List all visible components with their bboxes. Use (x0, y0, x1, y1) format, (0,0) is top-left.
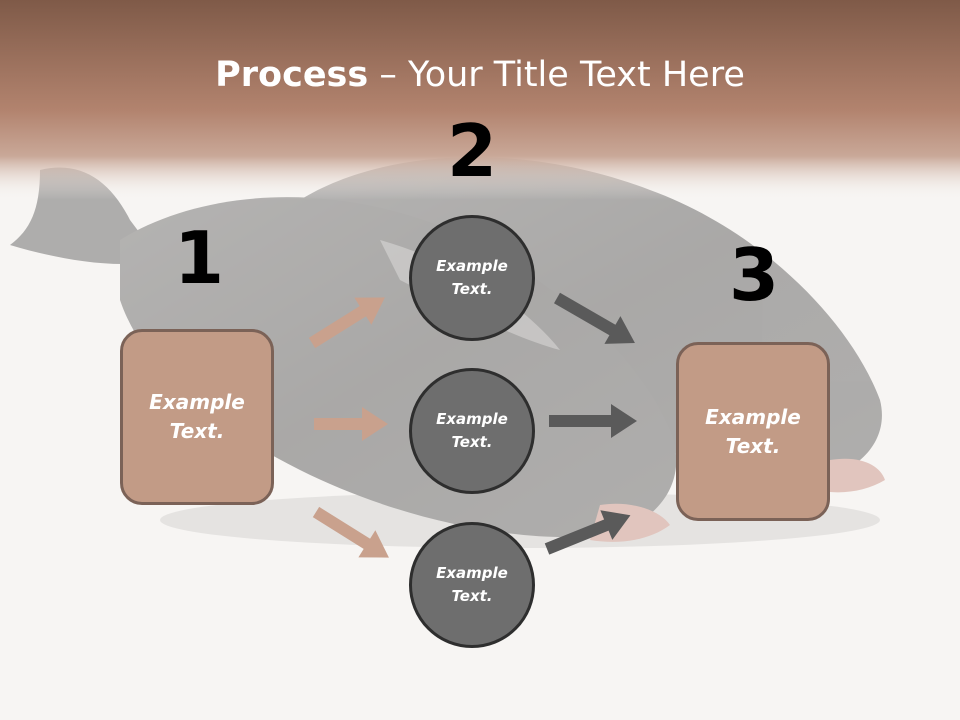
circle-top-line1: Example (436, 257, 508, 275)
circle-top-line2: Text. (451, 280, 493, 298)
arrow-up-right-gray (544, 510, 631, 555)
step-number-2: 2 (446, 109, 498, 193)
circle-bottom-line2: Text. (451, 587, 493, 605)
circle-middle: Example Text. (409, 368, 535, 494)
arrow-right-gray (549, 404, 637, 438)
left-box: Example Text. (120, 329, 274, 505)
right-box: Example Text. (676, 342, 830, 521)
arrow-right (314, 407, 388, 441)
step-number-3: 3 (728, 233, 780, 317)
circle-top: Example Text. (409, 215, 535, 341)
arrow-down-right-gray (554, 292, 635, 344)
right-box-line1: Example (705, 404, 801, 429)
circle-bottom-line1: Example (436, 564, 508, 582)
arrow-down-right (312, 506, 389, 558)
title-bold: Process (215, 55, 369, 95)
right-box-line2: Text. (725, 433, 781, 458)
circle-middle-line2: Text. (451, 433, 493, 451)
circle-middle-line1: Example (436, 410, 508, 428)
arrows-right (544, 292, 637, 555)
step-number-1: 1 (173, 216, 225, 300)
arrow-up-right (308, 297, 385, 349)
title-rest: – Your Title Text Here (368, 55, 745, 95)
left-box-line1: Example (149, 390, 245, 414)
circle-bottom: Example Text. (409, 522, 535, 648)
left-box-line2: Text. (169, 419, 225, 443)
slide-title: Process – Your Title Text Here (0, 52, 960, 98)
arrows-left (308, 297, 389, 558)
